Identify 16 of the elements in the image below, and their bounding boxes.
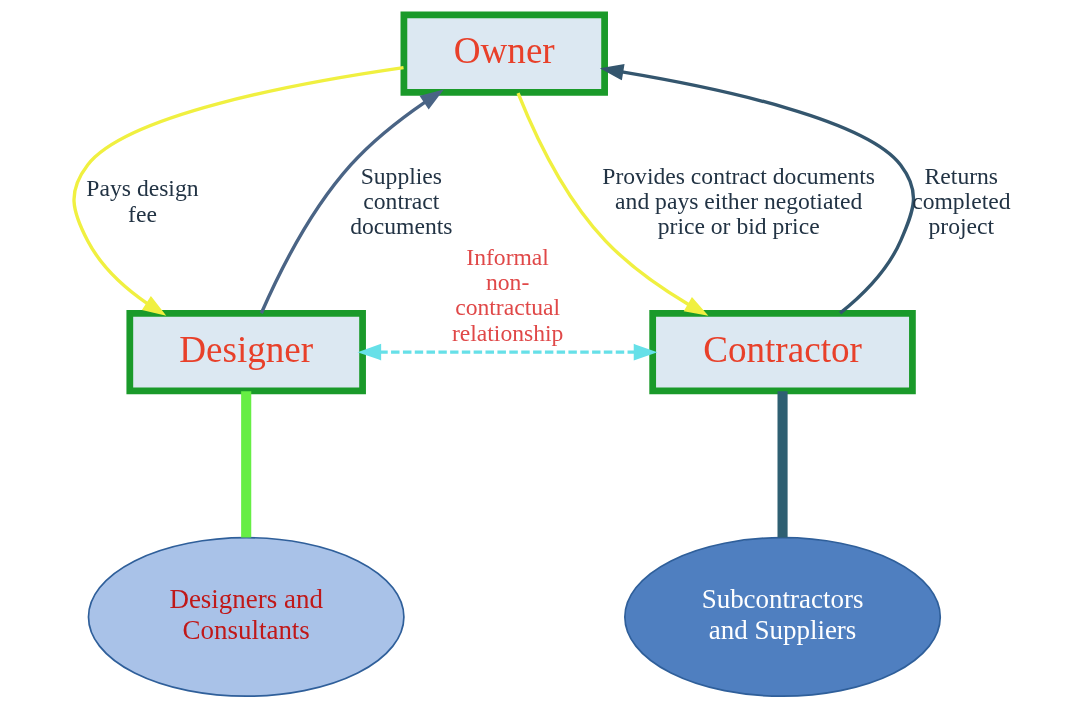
node-ellipse: Designers and Consultants bbox=[87, 536, 405, 698]
connector bbox=[241, 391, 252, 538]
node-box: Owner bbox=[400, 11, 608, 96]
edge-label: Informal non-contractual relationship bbox=[451, 243, 564, 346]
arrow bbox=[357, 343, 658, 361]
arrow bbox=[259, 89, 444, 314]
arrow bbox=[72, 66, 404, 316]
connector bbox=[777, 391, 788, 538]
node-ellipse: Subcontractors and Suppliers bbox=[624, 536, 942, 698]
node-box: Contractor bbox=[649, 309, 916, 395]
edge-label: Provides contract documents and pays either negotiated price or bid price bbox=[602, 162, 876, 240]
node-box: Designer bbox=[126, 309, 366, 395]
arrow bbox=[599, 63, 916, 315]
edge-label: Supplies contract documents bbox=[350, 162, 453, 240]
arrow bbox=[516, 92, 709, 316]
edge-label: Pays design fee bbox=[86, 175, 199, 227]
